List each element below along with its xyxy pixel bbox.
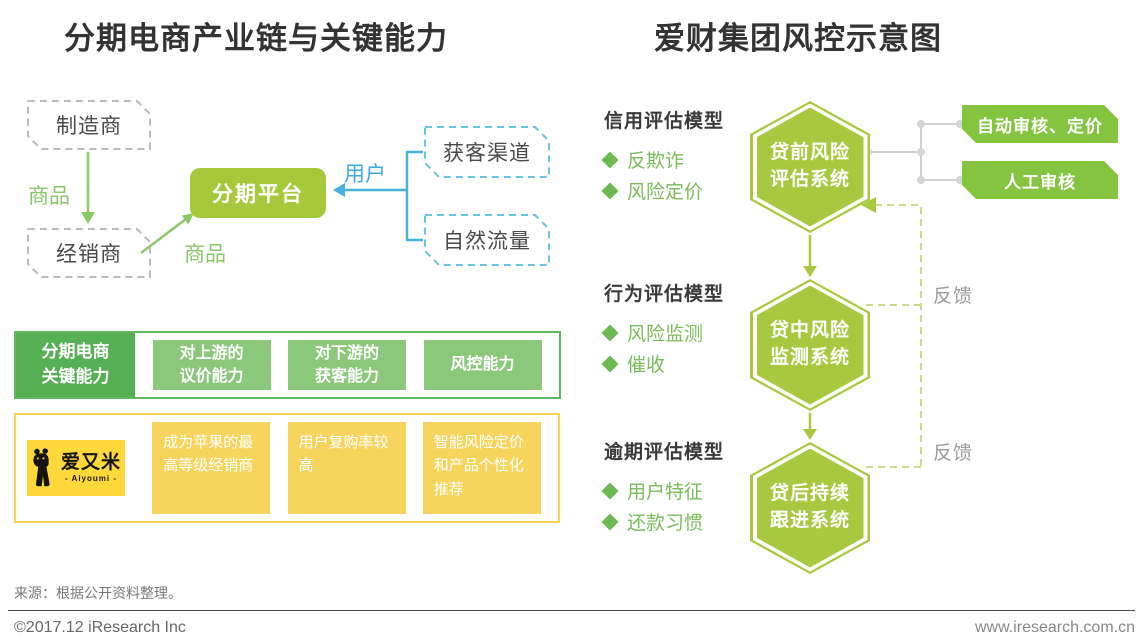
aiyoumi-logo-cell: 爱又米 - Aiyoumi - <box>16 440 135 496</box>
review-connector-nodes <box>864 120 964 184</box>
acquisition-channel-label: 获客渠道 <box>443 142 531 165</box>
distributor-box: 经销商 <box>27 228 151 278</box>
bullet-label: 风险监测 <box>627 324 704 345</box>
aiyoumi-logo-latin: - Aiyoumi - <box>64 474 118 483</box>
capability-table: 分期电商 关键能力 对上游的 议价能力 对下游的 获客能力 风控能力 <box>14 331 561 399</box>
source-note: 来源：根据公开资料整理。 <box>14 585 182 601</box>
manufacturer-label: 制造商 <box>56 115 122 138</box>
aiyoumi-cell: 成为苹果的最高等级经销商 <box>152 422 271 514</box>
bullet-item: 风险定价 <box>601 180 754 203</box>
bullet-item: 反欺诈 <box>601 149 754 172</box>
manual-review-banner: 人工审核 <box>962 161 1118 199</box>
behavior-model-group: 行为评估模型 风险监测 催收 <box>601 279 754 384</box>
aiyoumi-table-cells: 成为苹果的最高等级经销商 用户复购率较高 智能风险定价和产品个性化推荐 <box>135 422 558 514</box>
model-heading: 行为评估模型 <box>604 284 725 305</box>
platform-box: 分期平台 <box>190 168 326 218</box>
diamond-bullet-icon <box>601 355 619 372</box>
acquisition-channel-box: 获客渠道 <box>424 126 550 178</box>
diamond-bullet-icon <box>601 482 619 499</box>
goods-down-arrow <box>81 152 95 224</box>
goods-label-2: 商品 <box>184 243 226 266</box>
bullet-label: 用户特征 <box>627 482 704 503</box>
review-connector-lines <box>868 123 960 181</box>
footer-divider <box>8 610 1135 611</box>
organic-traffic-box: 自然流量 <box>424 214 550 266</box>
aiyoumi-cell: 智能风险定价和产品个性化推荐 <box>422 422 541 514</box>
diamond-bullet-icon <box>601 182 619 199</box>
aiyoumi-logo-text: 爱又米 - Aiyoumi - <box>61 453 121 483</box>
goods-label-1: 商品 <box>28 185 70 208</box>
overdue-model-group: 逾期评估模型 用户特征 还款习惯 <box>601 437 754 542</box>
manufacturer-box: 制造商 <box>27 100 151 150</box>
diamond-bullet-icon <box>601 513 619 530</box>
dashed-chamfer-outline <box>424 126 550 178</box>
bullet-label: 催收 <box>627 355 666 376</box>
dashed-chamfer-outline <box>27 228 151 278</box>
auto-review-banner: 自动审核、定价 <box>962 105 1118 143</box>
dashed-chamfer-outline <box>424 214 550 266</box>
feedback-label-1: 反馈 <box>933 286 974 307</box>
organic-traffic-label: 自然流量 <box>443 230 531 253</box>
feedback-dashed-lines <box>866 204 922 468</box>
right-chart-title: 爱财集团风控示意图 <box>654 21 942 56</box>
bullet-label: 风险定价 <box>627 182 704 203</box>
system-label: 贷前风险 评估系统 <box>769 142 850 190</box>
system-label: 贷后持续 跟进系统 <box>769 483 850 531</box>
capability-cell: 对下游的 获客能力 <box>288 340 406 390</box>
aiyoumi-logo: 爱又米 - Aiyoumi - <box>26 440 125 496</box>
aiyoumi-logo-name: 爱又米 <box>60 452 121 473</box>
bullet-item: 风险监测 <box>601 322 754 345</box>
pre-loan-system-hexagon: 贷前风险 评估系统 <box>750 101 870 233</box>
credit-model-group: 信用评估模型 反欺诈 风险定价 <box>601 106 754 211</box>
user-label: 用户 <box>344 163 386 186</box>
diamond-bullet-icon <box>601 324 619 341</box>
bullet-item: 催收 <box>601 353 754 376</box>
copyright-text: ©2017.12 iResearch Inc <box>14 619 186 636</box>
website-text: www.iresearch.com.cn <box>974 619 1135 636</box>
bullet-label: 还款习惯 <box>627 513 704 534</box>
distributor-label: 经销商 <box>56 243 122 266</box>
feedback-label-2: 反馈 <box>933 443 974 464</box>
model-heading: 逾期评估模型 <box>604 442 725 463</box>
left-chart-title: 分期电商产业链与关键能力 <box>64 21 448 56</box>
dashed-chamfer-outline <box>27 100 151 150</box>
aiyoumi-mascot-icon <box>33 448 50 487</box>
in-loan-system-hexagon: 贷中风险 监测系统 <box>750 279 870 411</box>
diamond-bullet-icon <box>601 151 619 168</box>
capability-cell: 风控能力 <box>423 340 542 390</box>
system-label: 贷中风险 监测系统 <box>769 320 850 368</box>
model-heading: 信用评估模型 <box>604 111 725 132</box>
bullet-label: 反欺诈 <box>627 151 685 172</box>
capability-table-header: 分期电商 关键能力 <box>16 333 135 397</box>
hex-flow-arrow-1 <box>803 235 817 277</box>
capability-cell: 对上游的 议价能力 <box>152 340 271 390</box>
bullet-item: 还款习惯 <box>601 511 754 534</box>
aiyoumi-table: 爱又米 - Aiyoumi - 成为苹果的最高等级经销商 用户复购率较高 智能风… <box>14 413 560 523</box>
aiyoumi-cell: 用户复购率较高 <box>287 422 406 514</box>
capability-table-cells: 对上游的 议价能力 对下游的 获客能力 风控能力 <box>135 333 559 397</box>
hex-flow-arrow-2 <box>803 413 817 440</box>
bullet-item: 用户特征 <box>601 480 754 503</box>
post-loan-system-hexagon: 贷后持续 跟进系统 <box>750 442 870 574</box>
